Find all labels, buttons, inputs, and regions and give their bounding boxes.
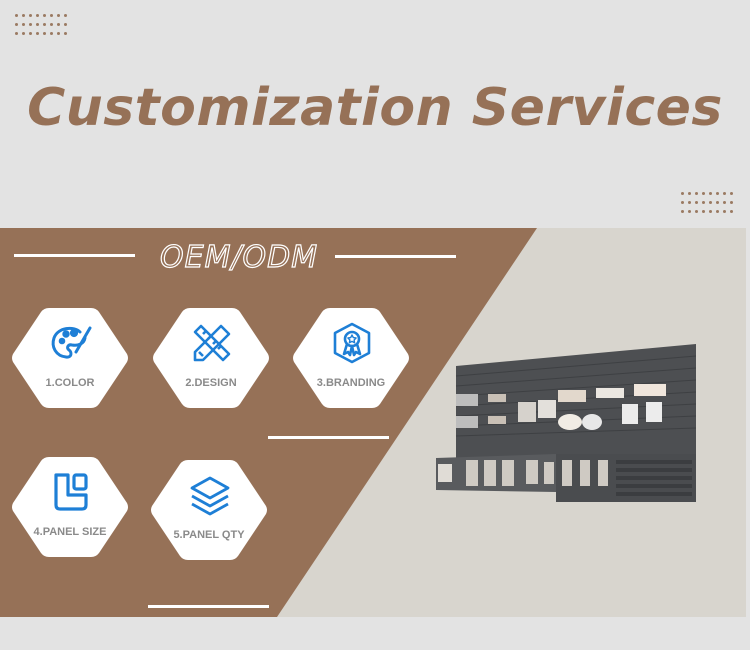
ruler-pencil-icon bbox=[193, 324, 231, 362]
service-card-panel-qty[interactable]: 5.PANEL QTY bbox=[150, 460, 268, 560]
page-title: Customization Services bbox=[27, 78, 723, 138]
service-card-branding[interactable]: 3.BRANDING bbox=[292, 308, 410, 408]
decorative-dots-top-left bbox=[15, 14, 71, 41]
brown-slanted-band bbox=[0, 228, 537, 617]
oem-odm-subtitle: OEM/ODM bbox=[159, 239, 319, 275]
divider-line bbox=[335, 255, 456, 258]
divider-line bbox=[268, 436, 389, 439]
palette-icon bbox=[51, 326, 92, 359]
panel-size-icon bbox=[54, 473, 88, 511]
badge-icon bbox=[333, 322, 371, 364]
divider-line bbox=[14, 254, 135, 257]
service-card-design[interactable]: 2.DESIGN bbox=[152, 308, 270, 408]
service-label: 2.DESIGN bbox=[185, 377, 237, 389]
service-card-color[interactable]: 1.COLOR bbox=[11, 308, 129, 408]
divider-line bbox=[148, 605, 269, 608]
service-label: 1.COLOR bbox=[45, 377, 95, 389]
decorative-dots-right bbox=[681, 192, 737, 219]
layers-icon bbox=[190, 476, 230, 516]
product-image bbox=[436, 344, 696, 502]
service-card-panel-size[interactable]: 4.PANEL SIZE bbox=[11, 457, 129, 557]
service-label: 5.PANEL QTY bbox=[173, 529, 245, 541]
service-label: 4.PANEL SIZE bbox=[33, 526, 107, 538]
service-label: 3.BRANDING bbox=[316, 377, 386, 389]
